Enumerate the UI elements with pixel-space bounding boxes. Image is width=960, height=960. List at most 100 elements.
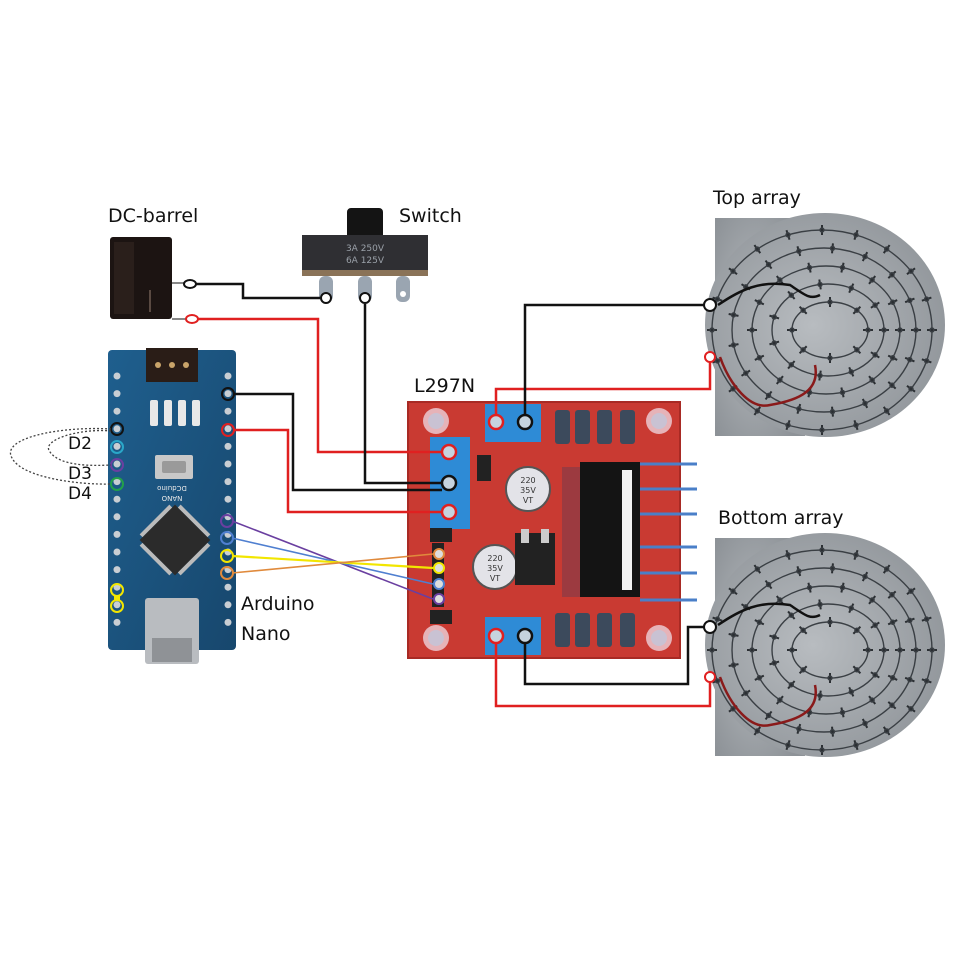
svg-text:VT: VT [523, 496, 533, 505]
driver-in3-pin [433, 578, 445, 590]
nano-pin [224, 618, 232, 626]
dc-barrel-label: DC-barrel [108, 205, 198, 227]
barrel-ground-terminal [183, 279, 197, 289]
svg-text:VT: VT [490, 574, 500, 583]
driver-out3-terminal [487, 627, 505, 645]
wire-in2 [231, 554, 434, 570]
nano-pin [113, 566, 121, 574]
switch-label: Switch [399, 205, 462, 227]
capacitor-1: 220 35V VT [505, 466, 551, 512]
nano-pin [224, 583, 232, 591]
svg-text:DCduino: DCduino [157, 484, 187, 492]
switch-knob [347, 208, 383, 240]
svg-text:35V: 35V [520, 486, 536, 495]
nano-pin [113, 425, 121, 433]
switch-terminal-left [319, 276, 333, 304]
l297n-driver-board: 220 35V VT 220 35V VT [407, 401, 697, 659]
jumper-5v [477, 455, 491, 481]
top-array-label: Top array [712, 187, 801, 209]
bottom-array-negative-terminal [703, 620, 717, 634]
bottom-led-array [705, 533, 945, 757]
nano-jumper-bridge [114, 595, 120, 601]
driver-out1-terminal [487, 413, 505, 431]
nano-pin [113, 390, 121, 398]
nano-pin [113, 530, 121, 538]
driver-in2-pin [433, 562, 445, 574]
nano-pin [224, 425, 232, 433]
slide-switch: 3A 250V 6A 125V [302, 208, 428, 304]
nano-pin [113, 548, 121, 556]
nano-d2-pin-ring [110, 440, 124, 454]
svg-text:NANO: NANO [161, 494, 182, 502]
nano-d4-pin-ring [110, 477, 124, 491]
nano-pin [113, 372, 121, 380]
wire-out4-to-bottom-array [523, 625, 710, 686]
top-array-positive-terminal [704, 351, 716, 363]
nano-pin [224, 407, 232, 415]
nano-pin [224, 442, 232, 450]
nano-pin [113, 513, 121, 521]
driver-12v-terminal [440, 443, 458, 461]
wire-out3-to-bottom-array [494, 643, 712, 708]
driver-in1-pin [433, 548, 445, 560]
bottom-array-positive-terminal [704, 671, 716, 683]
wire-in1 [231, 553, 434, 574]
l298-chip [562, 462, 697, 602]
wires [193, 282, 712, 708]
switch-rating-1: 3A 250V [346, 244, 385, 254]
barrel-positive-terminal [185, 314, 199, 324]
switch-rating-2: 6A 125V [346, 256, 385, 266]
nano-pin [224, 601, 232, 609]
nano-pin [113, 478, 121, 486]
nano-pin [113, 460, 121, 468]
wire-barrel-to-driver-12v [195, 317, 442, 454]
arduino-nano-board: DCduino NANO [108, 348, 236, 664]
wire-out1-to-top-array [494, 357, 712, 415]
svg-text:220: 220 [487, 554, 502, 563]
wire-in4 [231, 520, 434, 600]
driver-out4-terminal [516, 627, 534, 645]
arduino-label-line1: Arduino [241, 593, 315, 615]
signal-wires [231, 520, 434, 600]
driver-in4-pin [433, 593, 445, 605]
wire-nano-gnd-to-driver [234, 392, 442, 492]
driver-5v-terminal [440, 503, 458, 521]
nano-pin [113, 442, 121, 450]
svg-text:35V: 35V [487, 564, 503, 573]
nano-pin [224, 495, 232, 503]
nano-pin [113, 407, 121, 415]
wire-nano-vin-to-driver [234, 428, 442, 514]
arduino-label-line2: Nano [241, 623, 291, 645]
dc-barrel-jack [110, 237, 186, 320]
jumper-enb [430, 610, 452, 624]
top-array-negative-terminal [703, 298, 717, 312]
d2-label: D2 [68, 434, 92, 454]
mounting-hole [646, 408, 672, 434]
nano-pin [113, 583, 121, 591]
nano-pin [224, 460, 232, 468]
nano-pin [224, 372, 232, 380]
mounting-hole [646, 625, 672, 651]
svg-text:220: 220 [520, 476, 535, 485]
switch-terminal-middle [358, 276, 372, 304]
driver-gnd-terminal [440, 474, 458, 492]
wire-barrel-to-switch [193, 282, 320, 300]
nano-pin [113, 495, 121, 503]
d3-label: D3 [68, 464, 92, 484]
wire-out2-to-top-array [523, 303, 710, 415]
bottom-array-label: Bottom array [718, 507, 844, 529]
switch-terminal-right [396, 276, 410, 302]
nano-pin [224, 390, 232, 398]
mounting-hole [423, 625, 449, 651]
nano-pin [113, 601, 121, 609]
jumper-ena [430, 528, 452, 542]
wire-switch-to-driver-gnd [363, 304, 442, 485]
dotted-jumper-loops [9, 427, 112, 485]
nano-pin [113, 618, 121, 626]
top-led-array [705, 213, 945, 437]
nano-pin [224, 478, 232, 486]
driver-label: L297N [414, 375, 475, 397]
d4-label: D4 [68, 484, 92, 504]
driver-out2-terminal [516, 413, 534, 431]
